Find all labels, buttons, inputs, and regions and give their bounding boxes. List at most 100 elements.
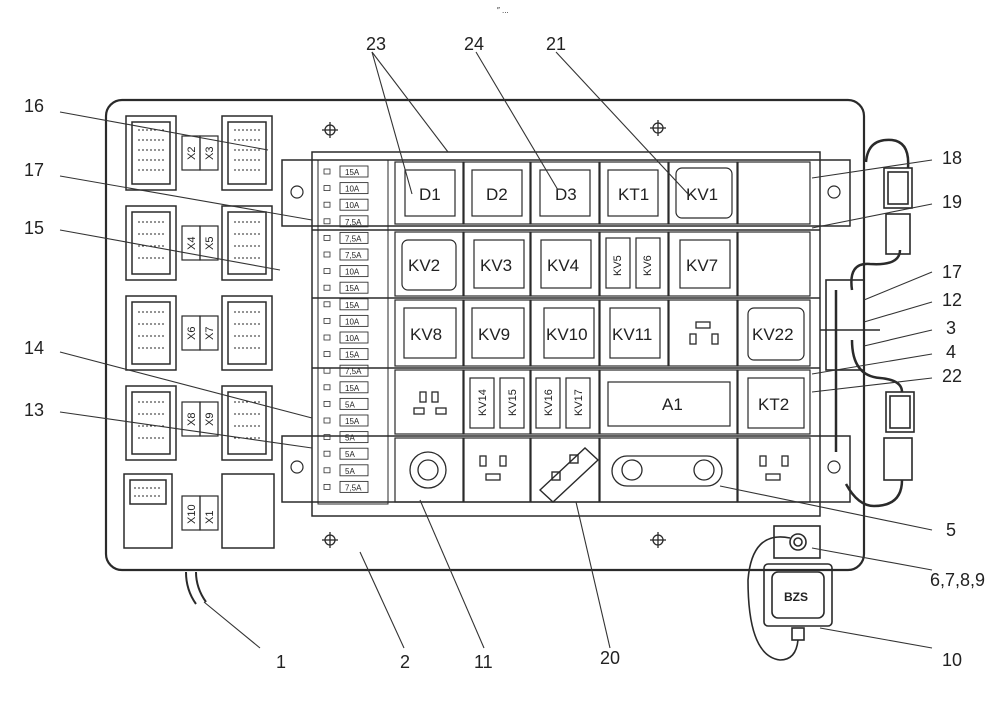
fuse-clip — [323, 384, 331, 391]
fuse-rating: 10A — [345, 334, 360, 343]
fuse-clip — [323, 351, 331, 358]
connector-x7: X7 — [204, 327, 216, 340]
fuse-rating: 7,5A — [345, 234, 362, 243]
module-kv2: KV2 — [408, 256, 440, 275]
fuse-body — [339, 182, 369, 195]
callout-23: 23 — [366, 34, 386, 54]
fuse-clip — [323, 234, 331, 241]
connector-x11: X1 — [204, 511, 216, 524]
connector-x6: X6 — [186, 327, 198, 340]
fuse-clip — [323, 268, 331, 275]
rail-screws — [290, 185, 841, 474]
fuse-column — [317, 159, 389, 505]
callout-24: 24 — [464, 34, 484, 54]
fuse-rating: 15A — [345, 351, 360, 360]
callout-17a: 17 — [24, 160, 44, 180]
fuse-rating: 15A — [345, 301, 360, 310]
fuse-rating: 5A — [345, 450, 355, 459]
module-kv8: KV8 — [410, 325, 442, 344]
connector-x4: X4 — [186, 237, 198, 250]
callout-4: 4 — [946, 342, 956, 362]
fuse-body — [339, 381, 369, 394]
callout-6789: 6,7,8,9 — [930, 570, 985, 590]
fuse-rating: 5A — [345, 434, 355, 443]
fuse-rating: 15A — [345, 284, 360, 293]
module-labels: D1 D2 D3 KT1 KV1 KV2 KV3 KV4 KV5 KV6 KV7… — [408, 185, 794, 416]
fuse-body — [339, 265, 369, 278]
connector-x9: X9 — [204, 413, 216, 426]
callout-2: 2 — [400, 652, 410, 672]
callout-3: 3 — [946, 318, 956, 338]
module-kt2: KT2 — [758, 395, 789, 414]
module-kv5: KV5 — [612, 255, 624, 276]
module-kv15: KV15 — [507, 389, 519, 416]
fuse-clip — [323, 367, 331, 374]
fuse-clip — [323, 301, 331, 308]
fuse: 15A — [323, 165, 369, 178]
diode-block — [538, 447, 600, 503]
fuse-body — [339, 248, 369, 261]
fuse-body — [339, 480, 369, 493]
bzs-label: BZS — [784, 590, 808, 604]
fuse-clip — [323, 400, 331, 407]
right-cable — [834, 138, 910, 508]
connector-pins — [134, 129, 260, 497]
fuse: 15A — [323, 414, 369, 427]
callout-15: 15 — [24, 218, 44, 238]
fuse: 7,5A — [323, 231, 369, 244]
empty-sockets — [409, 321, 789, 489]
bottom-cable — [185, 571, 207, 605]
fuse-clip — [323, 168, 331, 175]
fuse: 10A — [323, 198, 369, 211]
module-kv11: KV11 — [612, 325, 652, 344]
module-d2: D2 — [486, 185, 508, 204]
connector-x3: X3 — [204, 147, 216, 160]
module-kv7: KV7 — [686, 256, 718, 275]
connector-label-boxes — [181, 135, 219, 531]
callout-20: 20 — [600, 648, 620, 668]
callout-16: 16 — [24, 96, 44, 116]
fuse: 5A — [323, 397, 369, 410]
callout-5: 5 — [946, 520, 956, 540]
fuse: 7,5A — [323, 480, 369, 493]
connector-blocks — [123, 115, 275, 549]
fuse-rating: 5A — [345, 467, 355, 476]
fuse-rating: 7,5A — [345, 367, 362, 376]
fuse-rating: 15A — [345, 417, 360, 426]
fuse-body — [339, 447, 369, 460]
fuse-body — [339, 331, 369, 344]
fuse-layer: 15A10A10A7,5A7,5A7,5A10A15A15A10A10A15A7… — [323, 165, 369, 493]
fuse-body — [339, 281, 369, 294]
fuse: 7,5A — [323, 364, 369, 377]
fuse: 10A — [323, 331, 369, 344]
fuse-body — [339, 348, 369, 361]
module-kv1: KV1 — [686, 185, 718, 204]
fuse: 15A — [323, 348, 369, 361]
fuse-body — [339, 165, 369, 178]
fuse-body — [339, 414, 369, 427]
fuse: 5A — [323, 431, 369, 444]
fuse-body — [339, 431, 369, 444]
fuse-rating: 15A — [345, 384, 360, 393]
module-kt1: KT1 — [618, 185, 649, 204]
connector-x8: X8 — [186, 413, 198, 426]
fuse-clip — [323, 185, 331, 192]
fuse-rating: 10A — [345, 268, 360, 277]
module-kv3: KV3 — [480, 256, 512, 275]
callout-12: 12 — [942, 290, 962, 310]
fuse: 15A — [323, 381, 369, 394]
fuse-body — [339, 464, 369, 477]
module-kv22: KV22 — [752, 325, 794, 344]
fuse: 7,5A — [323, 248, 369, 261]
callouts: 23 24 21 16 17 15 14 13 18 19 17 12 3 4 … — [24, 34, 985, 672]
connector-labels: X2 X3 X4 X5 X6 X7 X8 X9 X10 X1 — [186, 147, 216, 524]
fuse-body — [339, 215, 369, 228]
callout-13: 13 — [24, 400, 44, 420]
fuse-clip — [323, 467, 331, 474]
connector-x5: X5 — [204, 237, 216, 250]
module-kv16: KV16 — [543, 389, 555, 416]
callout-19: 19 — [942, 192, 962, 212]
callout-14: 14 — [24, 338, 44, 358]
bzs-unit — [747, 525, 833, 661]
